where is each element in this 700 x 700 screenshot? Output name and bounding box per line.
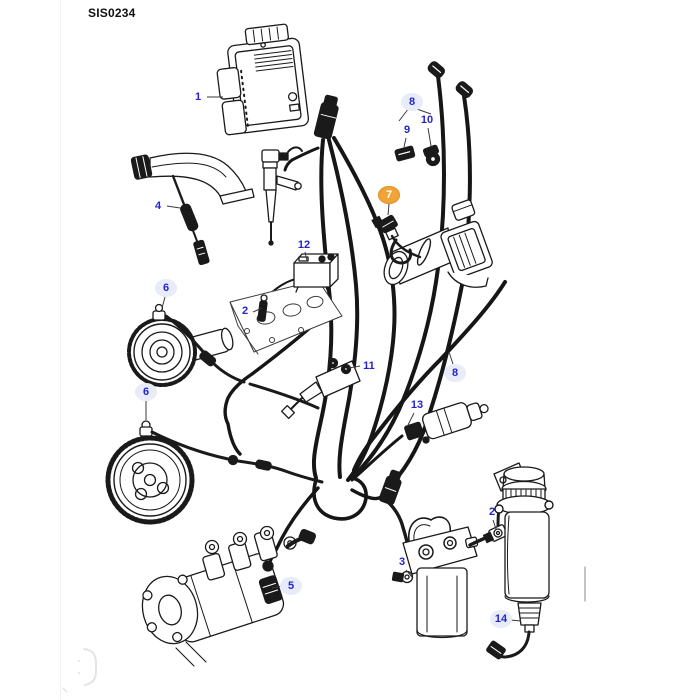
temp-sensor-7 [371,214,422,265]
callout-8-wiring-harness[interactable]: 8 [444,364,466,382]
intake-elbow [130,152,255,205]
callout-7-temperature-sensor[interactable]: 7 [378,186,400,204]
clip-9 [394,145,416,162]
cylinder-head [229,279,343,355]
callout-12-relay-module[interactable]: 12 [297,238,311,251]
bracket-11 [280,357,361,420]
callout-1-engine-control-unit[interactable]: 1 [194,90,202,103]
fuel-injector [261,146,303,246]
fuel-water-separator [493,462,586,603]
page-edge-line [60,0,61,700]
callout-4-sensor-cable[interactable]: 4 [154,199,162,212]
callout-6-gear-stud-sensor[interactable]: 6 [155,279,177,297]
callout-3-fuel-filter[interactable]: 3 [398,555,406,568]
wif-sensor-14 [486,602,542,660]
callout-11-mounting-bracket[interactable]: 11 [363,359,375,372]
sensor-cable-4 [171,174,210,266]
callout-14-water-in-fuel-sensor[interactable]: 14 [490,610,512,628]
callout-6-flywheel-stud-sensor[interactable]: 6 [135,383,157,401]
callout-2-banjo-fitting[interactable]: 2 [488,505,496,518]
callout-8-harness-clip-kit[interactable]: 8 [401,93,423,111]
document-code: SIS0234 [88,6,136,20]
thermostat-housing [383,199,493,288]
solenoid-13 [404,402,489,444]
faint-artifacts [62,648,97,693]
ecu-harness-connector [313,94,339,140]
callout-10-p-clamp[interactable]: 10 [420,113,434,126]
callout-9-harness-clip[interactable]: 9 [403,123,411,136]
callout-13-solenoid-valve[interactable]: 13 [410,398,424,411]
p-clamp-10 [422,144,441,167]
wiring-harness-cables [223,74,507,568]
camshaft-gear [127,303,320,410]
junction-connector [378,469,402,506]
wire-terminal-a [427,61,445,78]
callout-5-pump-connector[interactable]: 5 [280,577,302,595]
fuel-filter-3 [379,495,479,639]
callout-2-glow-plug-sensor[interactable]: 2 [241,304,249,317]
injection-pump [141,525,317,667]
ecu-drawing [216,23,310,136]
relay-module-12 [293,253,339,293]
pump-connector-5 [258,560,283,605]
wire-terminal-b [455,81,473,98]
flywheel [105,420,324,525]
